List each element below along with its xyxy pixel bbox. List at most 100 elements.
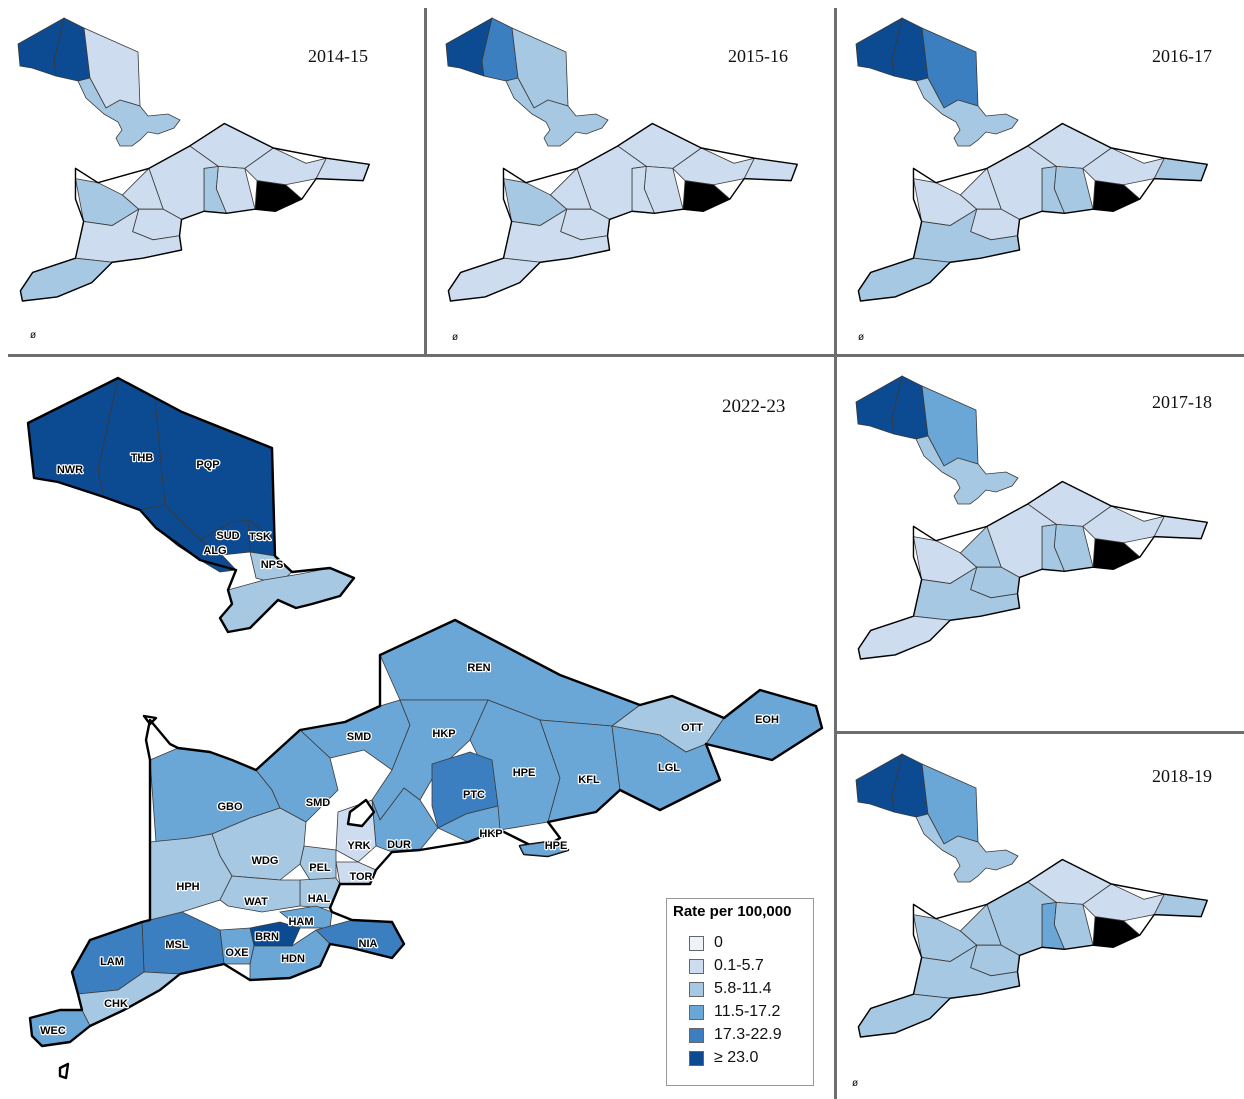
mini-south-region: [857, 257, 952, 302]
legend-swatch: [689, 1050, 704, 1066]
region-DUR: [371, 787, 439, 853]
label-YRK: YRK: [347, 840, 370, 852]
label-HKP: HKP: [432, 728, 455, 740]
map-2022-23: NWR THB PQP SUD TSK ALG NPS REN OTT EOH …: [26, 376, 824, 1080]
label-MSL: MSL: [165, 939, 189, 951]
label-SMD-west: SMD: [306, 797, 331, 809]
legend-item: 5.8-11.4: [689, 979, 772, 999]
north-arrow-icon: ø: [858, 332, 865, 343]
mini-south-outline: [19, 122, 370, 302]
label-DUR: DUR: [387, 839, 411, 851]
mini-south-region: [254, 180, 303, 212]
mini-north-southern-area: [915, 435, 1019, 505]
legend-swatch: [689, 981, 704, 997]
legend-label: 11.5-17.2: [714, 1003, 781, 1020]
legend-label: 5.8-11.4: [714, 980, 772, 997]
year-label-2016-17: 2016-17: [1152, 46, 1212, 66]
mini-south-region: [244, 147, 328, 186]
label-REN: REN: [467, 662, 490, 674]
legend-swatch: [689, 1027, 704, 1043]
legend-label: 0: [714, 934, 723, 951]
label-SUD: SUD: [216, 530, 239, 542]
divider-h-right: [837, 731, 1244, 734]
region-HAM: [279, 905, 333, 929]
label-THB: THB: [131, 452, 154, 464]
label-TSK: TSK: [249, 531, 271, 543]
label-WDG: WDG: [252, 855, 279, 867]
map-panel-2018-19: 2018-19 ø: [838, 736, 1244, 1099]
map-2016-17: [855, 17, 1208, 302]
region-HPE-island: [519, 841, 570, 857]
label-HDN: HDN: [281, 953, 305, 965]
mini-south-region: [1082, 883, 1166, 922]
map-panel-2022-23: NWR THB PQP SUD TSK ALG NPS REN OTT EOH …: [0, 358, 834, 1099]
label-HPE: HPE: [513, 767, 536, 779]
label-HAL: HAL: [308, 893, 331, 905]
legend-label: 0.1-5.7: [714, 957, 764, 974]
north-arrow-icon: ø: [452, 332, 459, 343]
point-pelee: [58, 1062, 70, 1080]
mini-south-region: [672, 147, 756, 186]
mini-south-region: [1092, 180, 1141, 212]
region-WAT: [219, 875, 301, 913]
map-2018-19: [855, 753, 1208, 1038]
island-manitoulin: [142, 714, 158, 726]
mini-north-southern-area: [77, 77, 181, 147]
outline-north: [26, 376, 356, 634]
label-WEC: WEC: [40, 1025, 66, 1037]
outline-south: [28, 618, 824, 1048]
mini-south-outline: [857, 480, 1208, 660]
label-HPE-island: HPE: [545, 840, 568, 852]
mini-south-region: [1082, 505, 1166, 544]
year-label-2015-16: 2015-16: [728, 46, 788, 66]
divider-v-right: [834, 8, 837, 1099]
label-PEL: PEL: [309, 862, 331, 874]
mini-north-southern-area: [915, 813, 1019, 883]
map-2014-15: [17, 17, 370, 302]
legend-item: 11.5-17.2: [689, 1002, 780, 1022]
mini-north-southern-area: [505, 77, 609, 147]
label-HAM: HAM: [288, 916, 313, 928]
mini-south-outline: [857, 122, 1208, 302]
label-NIA: NIA: [359, 938, 378, 950]
region-HKP-south: [437, 805, 501, 843]
north-arrow-icon: ø: [30, 330, 37, 341]
mini-south-region: [1092, 916, 1141, 948]
label-LGL: LGL: [658, 762, 680, 774]
legend-label: ≥ 23.0: [714, 1049, 759, 1066]
label-PQP: PQP: [196, 459, 219, 471]
label-CHK: CHK: [104, 998, 128, 1010]
map-legend: Rate per 100,000 0 0.1-5.7 5.8-11.4 11.5…: [666, 898, 814, 1086]
label-WAT: WAT: [244, 896, 268, 908]
map-2015-16: [445, 17, 798, 302]
mini-south-region: [682, 180, 731, 212]
map-panel-2015-16: 2015-16 ø: [428, 0, 834, 352]
label-PTC: PTC: [463, 789, 485, 801]
map-2017-18: [855, 375, 1208, 660]
mini-south-outline: [447, 122, 798, 302]
label-EOH: EOH: [755, 714, 779, 726]
region-north-south-inset: [219, 567, 355, 633]
legend-item: ≥ 23.0: [689, 1048, 758, 1068]
label-OXE: OXE: [225, 947, 248, 959]
bay-simcoe: [346, 798, 376, 828]
label-HKP-south: HKP: [479, 828, 502, 840]
divider-v-top-1: [424, 8, 427, 354]
mini-south-region: [19, 257, 114, 302]
label-GBO: GBO: [217, 801, 243, 813]
label-SMD: SMD: [347, 731, 372, 743]
mini-south-region: [857, 993, 952, 1038]
map-panel-2017-18: 2017-18: [838, 358, 1244, 730]
region-SMD-west: [255, 729, 339, 823]
legend-swatch: [689, 1004, 704, 1020]
mini-south-outline: [857, 858, 1208, 1038]
label-HPH: HPH: [176, 881, 199, 893]
mini-south-region: [447, 257, 542, 302]
label-OTT: OTT: [681, 722, 703, 734]
legend-swatch: [689, 935, 704, 951]
year-label-2022-23: 2022-23: [722, 396, 786, 417]
mini-south-region: [857, 615, 952, 660]
mini-south-region: [1082, 147, 1166, 186]
year-label-2014-15: 2014-15: [308, 46, 368, 66]
label-BRN: BRN: [255, 931, 279, 943]
